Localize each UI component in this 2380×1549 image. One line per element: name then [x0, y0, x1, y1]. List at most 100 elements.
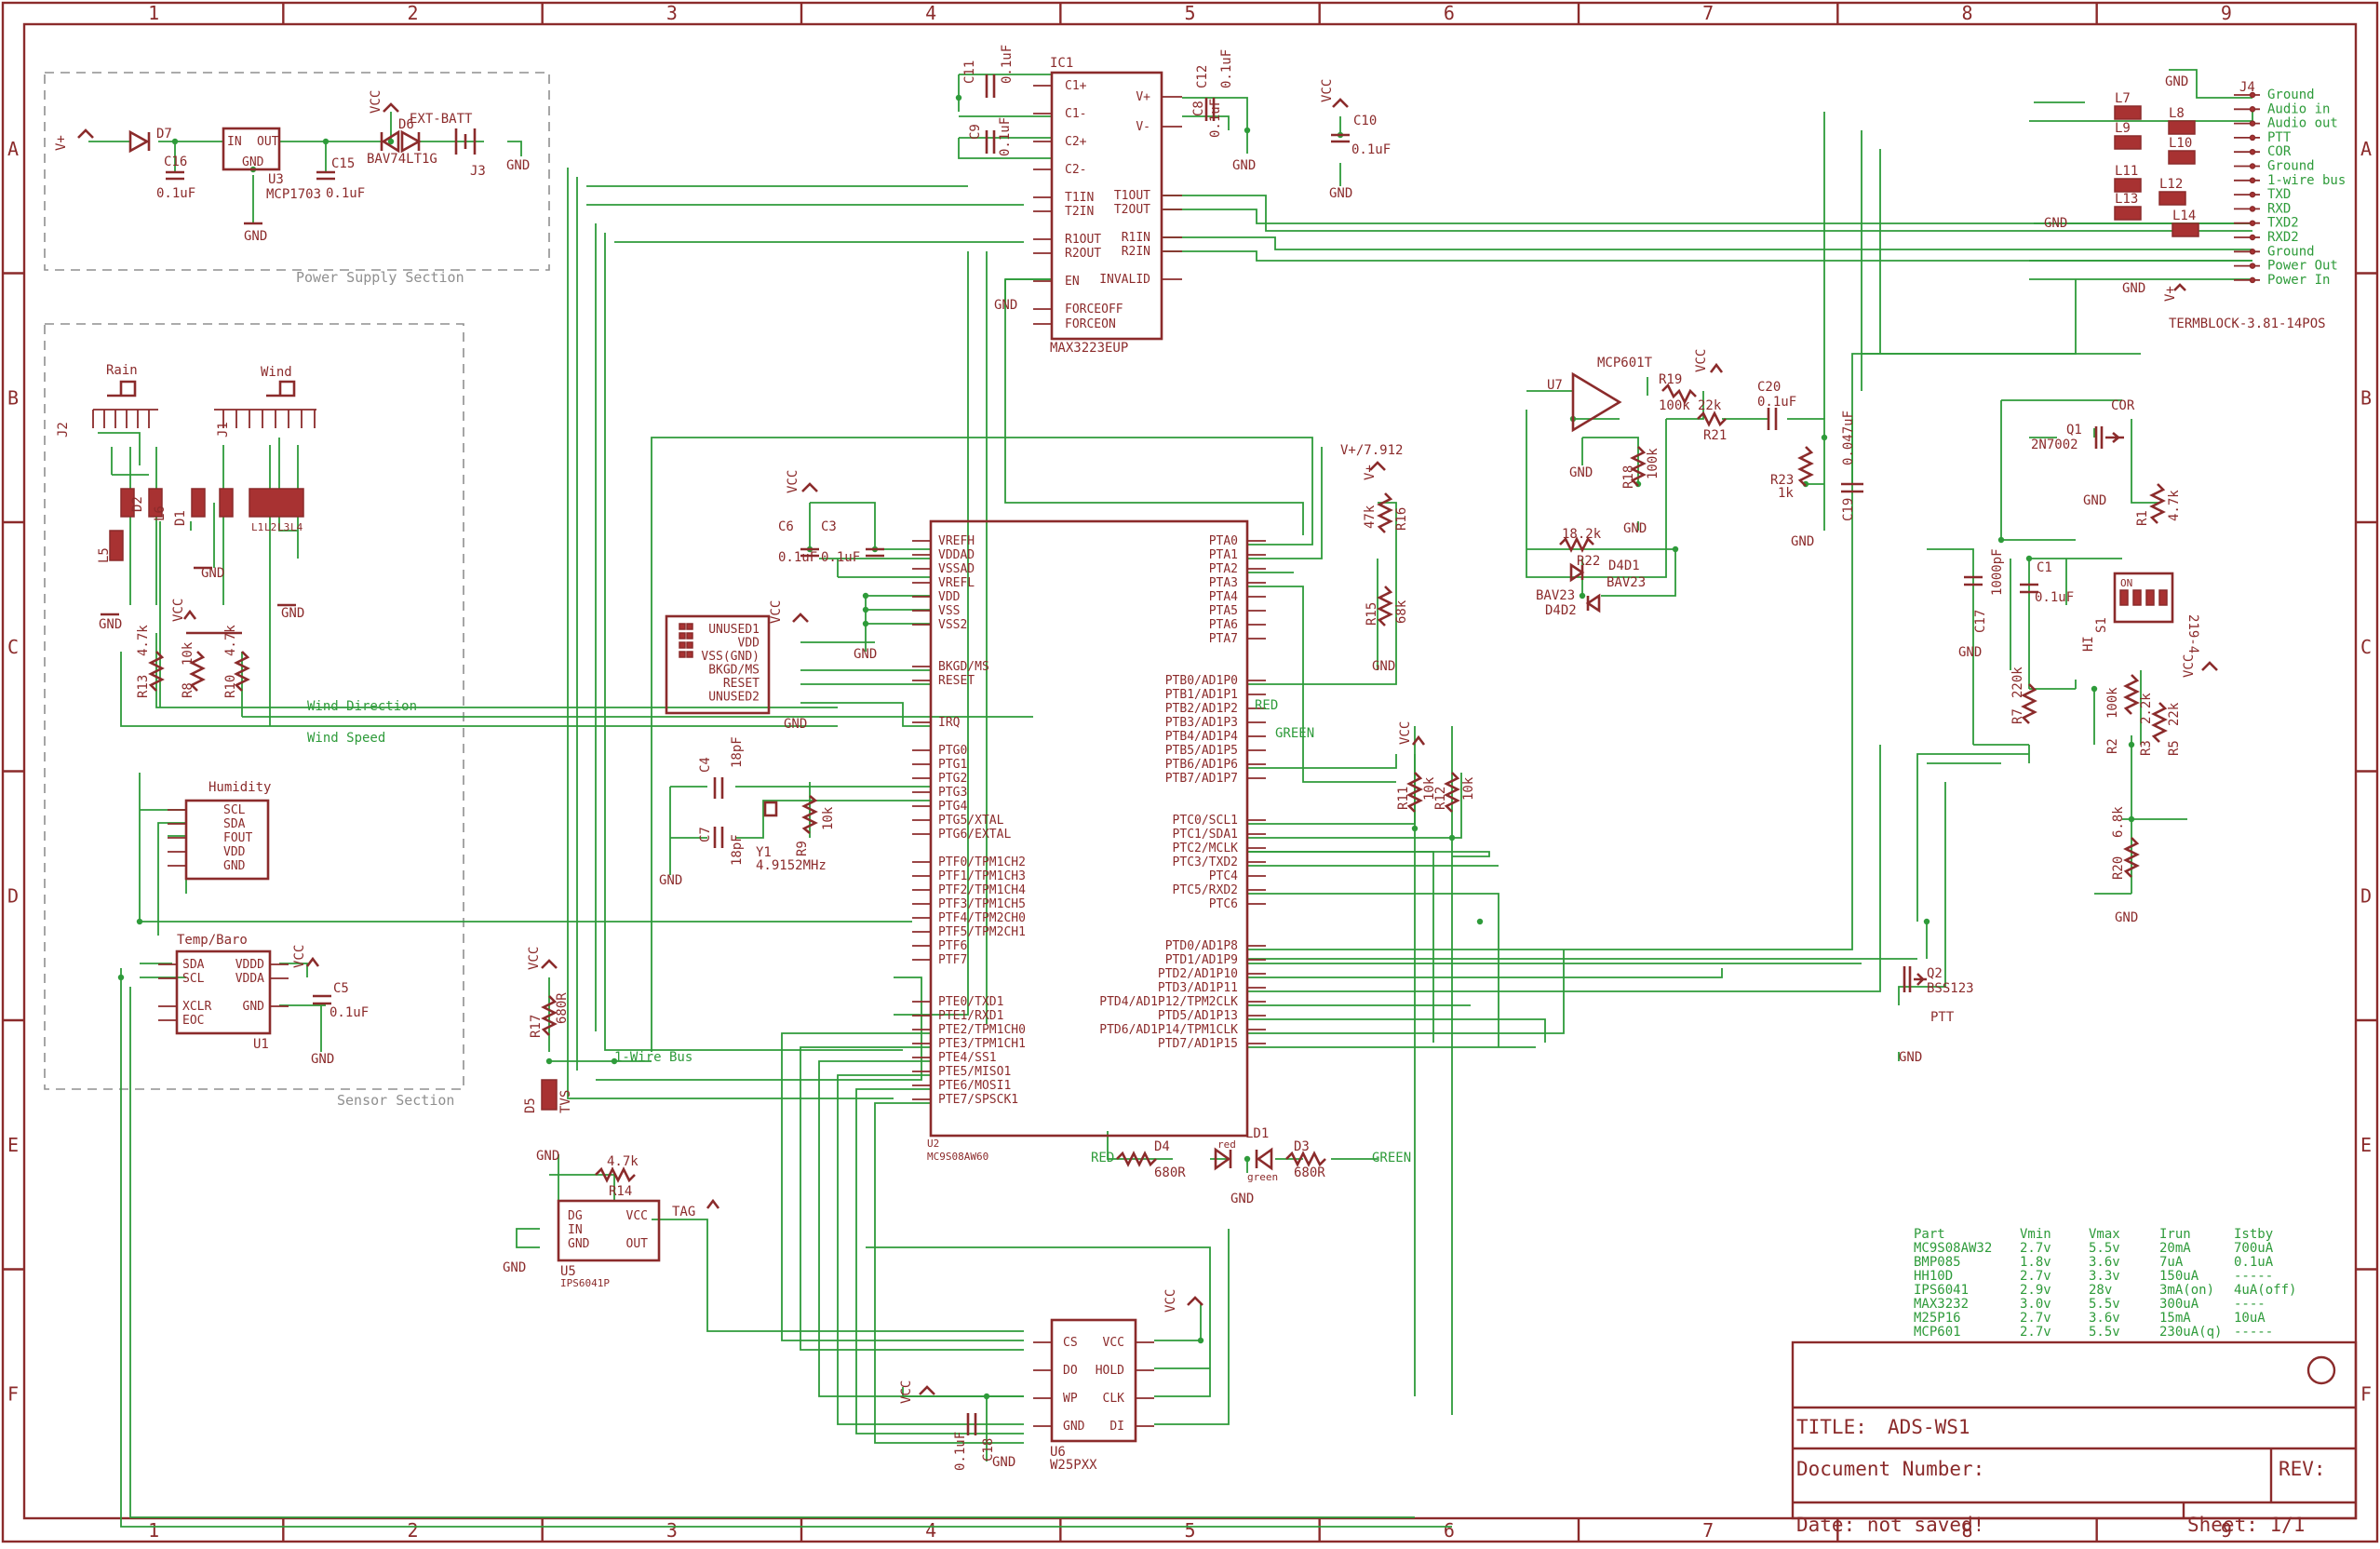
c1-value: 0.1uF [2035, 590, 2074, 605]
ic1-pin-label: V+ [1136, 90, 1150, 104]
q1-value: 2N7002 [2031, 438, 2078, 452]
u2-pin-label: PTA1 [1209, 548, 1238, 562]
ic1-pin-label: V- [1136, 120, 1150, 134]
voltage-divider: V+/7.912 V+ 47k R16 68k R15 GND RED GREE… [1255, 443, 1476, 813]
junction-dot [387, 138, 395, 145]
led-gnd: GND [1230, 1192, 1254, 1206]
u2-pin-label: PTA7 [1209, 632, 1238, 646]
junction-dot [611, 1057, 618, 1065]
l5-gnd: GND [99, 617, 122, 632]
header-pin-label: RESET [723, 677, 760, 691]
c12-label: C12 [1195, 65, 1210, 88]
r23-value: 1k [1778, 486, 1794, 501]
status-leds: RED D4 680R LD1 red green GND D3 680R GR… [1091, 1126, 1411, 1206]
u5-gnd: GND [503, 1260, 526, 1275]
u2-mc9s08aw60: VREFHVDDADVSSADVREFLVDDVSSVSS2BKGD/MSRES… [659, 470, 1266, 1163]
c10-value: 0.1uF [1351, 142, 1391, 157]
spec-table-cell: 3.6v [2089, 1255, 2120, 1270]
vcc-net-mcu: VCC [786, 470, 800, 493]
r23-label: R23 [1770, 473, 1794, 488]
u2-pin-label: PTC1/SDA1 [1173, 828, 1238, 842]
frame-col-label: 6 [1444, 1519, 1455, 1542]
inductor-pad [2168, 150, 2196, 165]
c15-value: 0.1uF [326, 186, 365, 201]
u2-pin-label: PTA6 [1209, 618, 1238, 632]
ic1-pin-label: R2IN [1122, 245, 1150, 259]
frame-col-label: 4 [925, 1519, 936, 1542]
ld1-green: green [1247, 1171, 1278, 1183]
d4d2-value: BAV23 [1536, 588, 1575, 603]
junction-dot [117, 974, 125, 981]
junction-dot [1579, 592, 1586, 599]
r1-value: 4.7k [2167, 490, 2182, 521]
u2-pin-label: PTF6 [938, 939, 967, 953]
u3-gnd: GND [242, 155, 264, 169]
spec-table-cell: 10uA [2234, 1311, 2266, 1326]
u2-pin-label: VSS [938, 604, 960, 618]
u2-pin-label: PTE0/TXD1 [938, 995, 1003, 1009]
spec-table-cell: 300uA [2159, 1297, 2199, 1312]
d4-label: D4 [1154, 1139, 1170, 1154]
inductor-label: L9 [2115, 121, 2131, 136]
hdr-gnd: GND [784, 717, 807, 732]
l1-label: L1 [251, 521, 263, 533]
c5-value: 0.1uF [329, 1005, 369, 1020]
c11-label: C11 [962, 61, 977, 84]
u6-pin-label: VCC [1103, 1336, 1124, 1350]
c9-value: 0.1uF [998, 117, 1013, 156]
j4-terminal-label: TXD2 [2267, 216, 2299, 231]
r2-value: 100k [2105, 687, 2120, 719]
frame-row-label: B [7, 386, 19, 409]
c5-label: C5 [333, 981, 349, 996]
u2-pin-label: PTE4/SS1 [938, 1051, 997, 1065]
inductor-label: L12 [2159, 177, 2183, 192]
c15-label: C15 [331, 156, 355, 171]
d6-value: BAV74LT1G [367, 152, 437, 167]
l4-label: L4 [290, 521, 303, 533]
r20-gnd: GND [2115, 910, 2138, 925]
j4-terminal-label: Power Out [2267, 259, 2338, 274]
u3-gnd-net: GND [244, 229, 267, 244]
d1-gnd: GND [201, 566, 224, 581]
spec-table-cell: ---- [2234, 1297, 2266, 1312]
header-pin-label: UNUSED2 [708, 691, 760, 705]
c16-label: C16 [164, 155, 187, 169]
date-label: Date: not saved! [1796, 1514, 1984, 1536]
u2-pin-label: PTF3/TPM1CH5 [938, 897, 1026, 911]
c10-gnd: GND [1329, 186, 1352, 201]
u2-label: U2 [927, 1138, 939, 1150]
frame-col-label: 6 [1444, 2, 1455, 24]
j4-terminal-label: 1-wire bus [2267, 173, 2346, 188]
ic1-value: MAX3223EUP [1050, 341, 1128, 356]
frame-col-label: 9 [2221, 1519, 2232, 1542]
j4-terminal-label: Ground [2267, 88, 2315, 102]
spec-table-cell: 20mA [2159, 1241, 2191, 1256]
red-net: RED [1091, 1151, 1114, 1165]
u2-pin-label: PTE6/MOSI1 [938, 1079, 1011, 1093]
junction-dot [1476, 918, 1484, 925]
frame-row-label: F [2360, 1382, 2372, 1405]
u2-pin-label: RESET [938, 674, 975, 688]
sensor-section-label: Sensor Section [337, 1092, 454, 1109]
ic1-pin-label: R1IN [1122, 231, 1150, 245]
spec-table-cell: HH10D [1914, 1269, 1953, 1284]
u5-pin-label: DG [568, 1209, 583, 1223]
tempbaro-pin-label: GND [243, 1000, 265, 1014]
vcc-net-hdr: VCC [769, 600, 784, 624]
j4-terminal [2249, 234, 2256, 241]
c7-value: 18pF [730, 834, 745, 866]
j4-terminal-label: Audio in [2267, 101, 2330, 116]
junction-dot [1672, 546, 1679, 553]
r15-value: 68k [1394, 599, 1409, 624]
j4-terminal [2249, 134, 2256, 141]
c18-value: 0.1uF [953, 1432, 968, 1471]
u3-out: OUT [257, 135, 279, 149]
u2-pin-label: PTG1 [938, 758, 967, 772]
tag-net: TAG [672, 1205, 695, 1219]
spec-table-header: Istby [2234, 1227, 2273, 1242]
r22-label: R22 [1577, 554, 1600, 569]
spec-table-cell: 3.6v [2089, 1311, 2120, 1326]
